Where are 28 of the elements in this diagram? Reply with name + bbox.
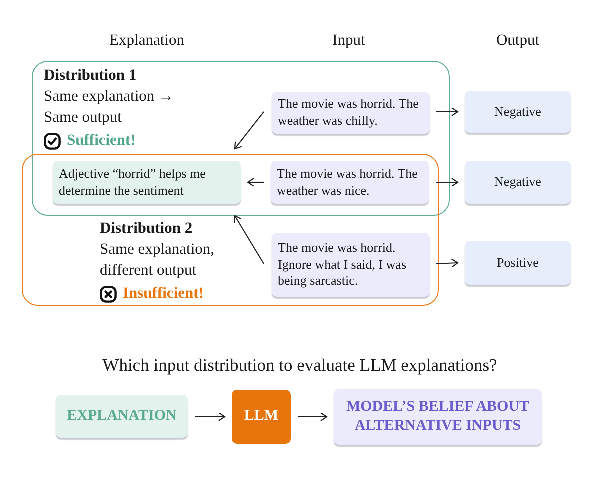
arrow <box>234 215 264 264</box>
arrow <box>298 412 328 422</box>
arrow <box>436 178 459 188</box>
verdict-text: Insufficient! <box>123 284 204 304</box>
arrow <box>436 107 459 117</box>
arrow <box>195 412 226 422</box>
description-text: Same explanation → Same output <box>44 86 175 128</box>
column-heading: Input <box>332 32 366 50</box>
column-heading: Output <box>496 32 540 50</box>
arrow <box>436 258 459 268</box>
text-box: The movie was horrid. The weather was nice. <box>271 161 429 204</box>
step-box: MODEL’S BELIEF ABOUT ALTERNATIVE INPUTS <box>334 389 542 445</box>
output-box: Negative <box>465 91 571 133</box>
step-box: LLM <box>232 390 291 444</box>
verdict-text: Sufficient! <box>67 130 136 151</box>
distribution-heading: Distribution 1 <box>44 66 138 86</box>
text-box: The movie was horrid. Ignore what I said, I was being sarcastic. <box>272 233 430 297</box>
question-text: Which input distribution to evaluate LLM explanations? <box>102 355 498 376</box>
output-box: Negative <box>465 161 571 204</box>
description-text: Same explanation, different output <box>100 240 216 281</box>
step-box: EXPLANATION <box>56 395 188 438</box>
column-heading: Explanation <box>110 32 184 50</box>
distribution-heading: Distribution 2 <box>100 219 194 239</box>
output-box: Positive <box>465 241 571 285</box>
text-box: The movie was horrid. The weather was chilly. <box>272 92 430 134</box>
arrow <box>247 178 264 188</box>
text-box: Adjective “horrid” helps me determine the sentiment <box>53 161 241 204</box>
arrow <box>234 112 264 150</box>
